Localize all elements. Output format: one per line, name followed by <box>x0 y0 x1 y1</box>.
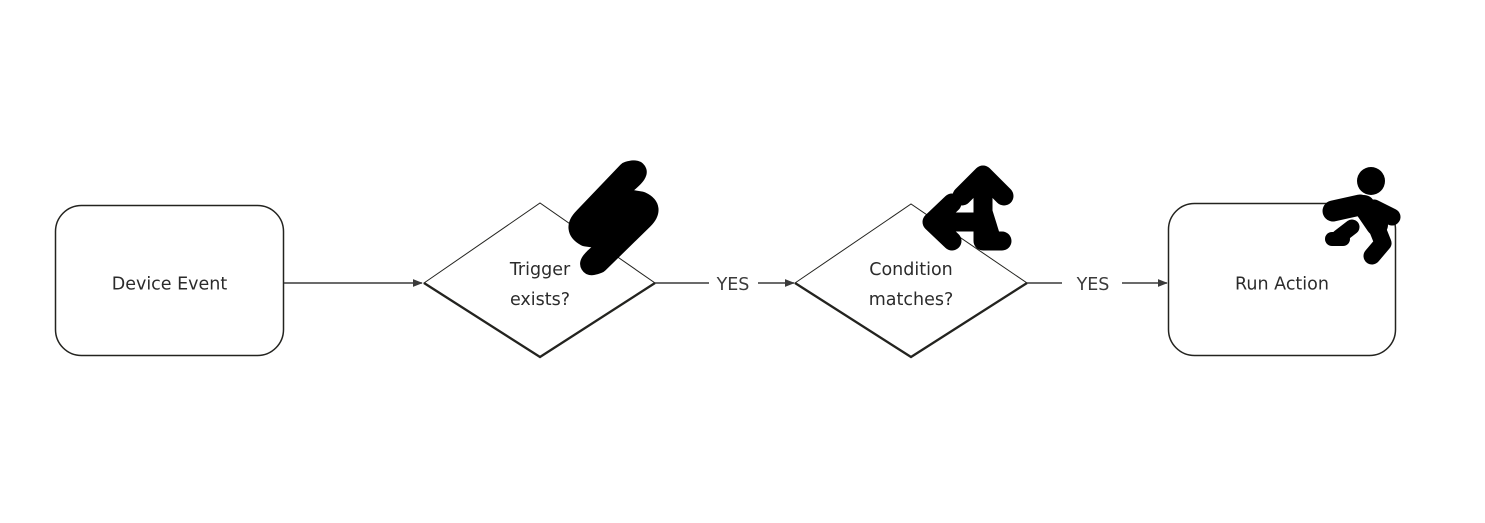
run-action-label: Run Action <box>1235 275 1329 295</box>
edge-condition-to-action: YES <box>1027 275 1168 295</box>
condition-matches-label-line1: Condition <box>869 260 953 280</box>
edge-trigger-to-condition-label: YES <box>716 275 750 295</box>
node-condition-matches[interactable]: Condition matches? <box>794 165 1028 359</box>
node-trigger-exists[interactable]: Trigger exists? <box>423 160 659 359</box>
trigger-exists-shape-lower-edge <box>423 282 656 359</box>
branch-fork-arrow-icon <box>922 165 1014 251</box>
trigger-exists-label-line2: exists? <box>510 290 570 310</box>
node-run-action[interactable]: Run Action <box>1167 167 1401 357</box>
node-device-event[interactable]: Device Event <box>54 204 285 357</box>
edge-trigger-to-condition: YES <box>655 275 795 295</box>
running-person-icon <box>1322 167 1401 265</box>
trigger-exists-label-line1: Trigger <box>509 260 571 280</box>
lightning-bolt-icon <box>568 160 659 276</box>
condition-matches-label-line2: matches? <box>869 290 954 310</box>
edge-condition-to-action-label: YES <box>1076 275 1110 295</box>
device-event-shape <box>54 204 285 357</box>
device-event-label: Device Event <box>112 275 228 295</box>
condition-matches-shape-lower-edge <box>794 282 1028 359</box>
